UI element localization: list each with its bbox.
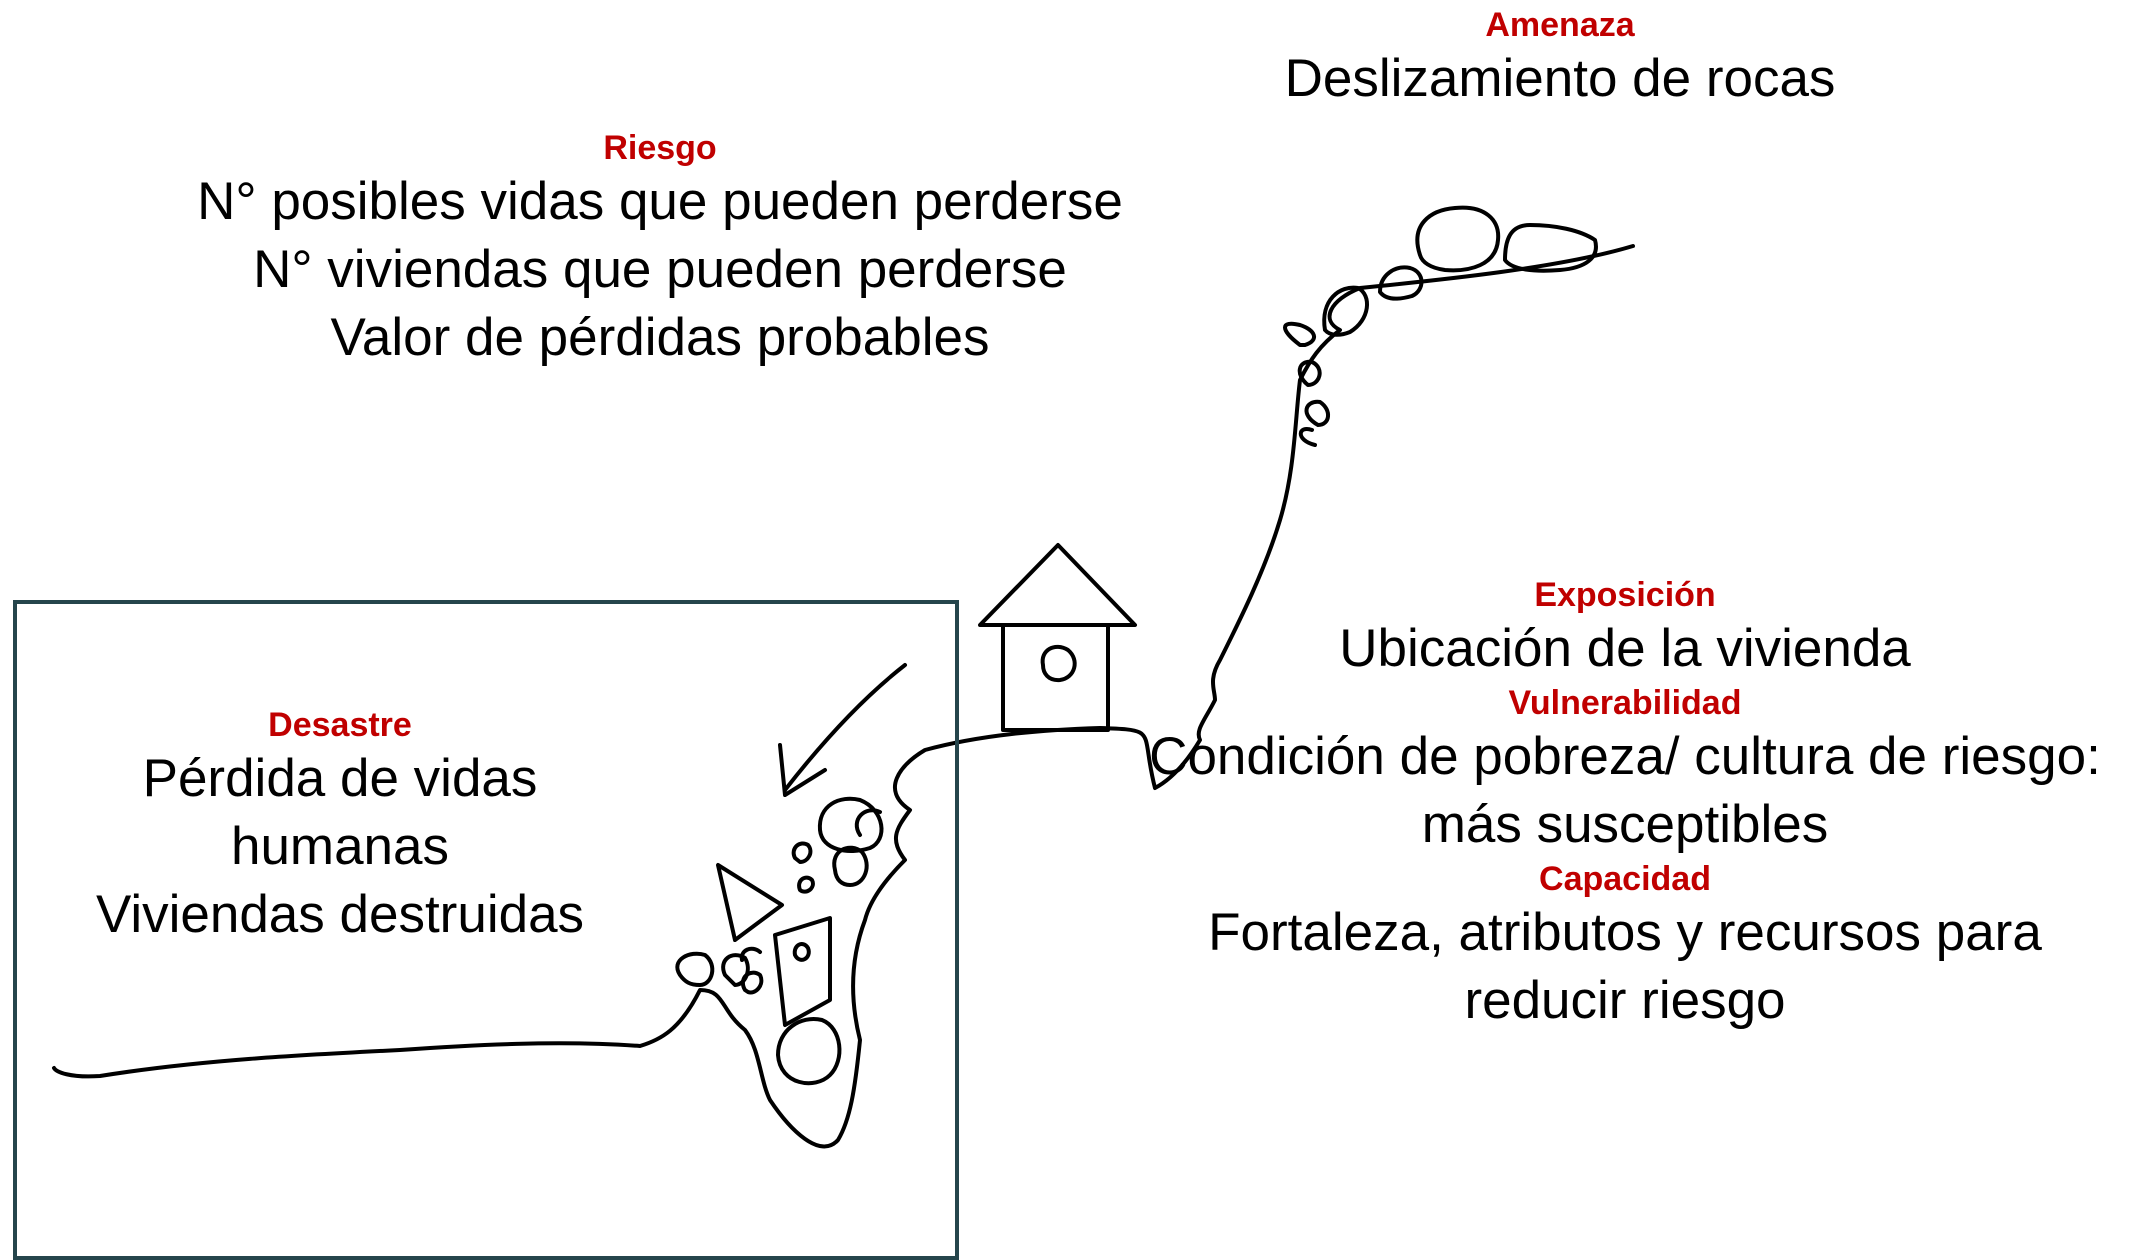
slide-arrow-head <box>778 743 827 797</box>
rock-6 <box>1297 359 1322 387</box>
amenaza-block: Amenaza Deslizamiento de rocas <box>1180 5 1940 113</box>
debris-rock-5 <box>797 875 815 894</box>
capacidad-heading: Capacidad <box>1539 860 1711 898</box>
desastre-line-1: Pérdida de vidas <box>142 749 538 808</box>
debris-triangle <box>716 863 784 942</box>
vulnerabilidad-heading: Vulnerabilidad <box>1508 684 1742 722</box>
desastre-block: Desastre Pérdida de vidas humanas Vivien… <box>40 705 640 949</box>
riesgo-heading: Riesgo <box>603 129 717 167</box>
house-window <box>1040 644 1077 683</box>
riesgo-block: Riesgo N° posibles vidas que pueden perd… <box>110 128 1210 372</box>
slide-arrow-shaft <box>783 663 907 792</box>
vulnerabilidad-line-2: más susceptibles <box>1421 795 1829 854</box>
riesgo-line-3: Valor de pérdidas probables <box>330 308 990 367</box>
riesgo-line-2: N° viviendas que pueden perderse <box>253 240 1067 299</box>
capacidad-line-1: Fortaleza, atributos y recursos para <box>1208 903 2042 962</box>
debris-window <box>792 942 811 962</box>
rock-1 <box>1415 205 1501 273</box>
debris-rock-8 <box>740 970 764 995</box>
debris-rock-7 <box>721 953 750 987</box>
exposicion-block: Exposición Ubicación de la vivienda Vuln… <box>1110 575 2140 1035</box>
rock-2 <box>1503 223 1598 273</box>
rock-8 <box>1298 427 1317 447</box>
house-roof <box>978 543 1137 627</box>
debris-rock-3 <box>832 845 869 887</box>
debris-rock-2 <box>854 808 882 837</box>
capacidad-line-2: reducir riesgo <box>1464 971 1786 1030</box>
desastre-line-3: Viviendas destruidas <box>95 885 585 944</box>
amenaza-heading: Amenaza <box>1485 6 1635 44</box>
riesgo-line-1: N° posibles vidas que pueden perderse <box>197 172 1123 231</box>
debris-rock-4 <box>791 841 813 864</box>
vulnerabilidad-line-1: Condición de pobreza/ cultura de riesgo: <box>1149 727 2101 786</box>
debris-rock-6 <box>675 951 715 987</box>
rock-4 <box>1322 285 1370 337</box>
exposicion-line: Ubicación de la vivienda <box>1339 619 1911 678</box>
debris-rock-9 <box>739 946 762 962</box>
rock-5 <box>1283 321 1316 347</box>
terrain-line <box>52 244 1635 1149</box>
desastre-heading: Desastre <box>268 706 412 744</box>
exposicion-heading: Exposición <box>1534 576 1716 614</box>
desastre-line-2: humanas <box>230 817 450 876</box>
debris-circle <box>776 1017 842 1086</box>
rock-7 <box>1304 399 1330 427</box>
rock-3 <box>1378 265 1424 301</box>
debris-rock-1 <box>817 796 884 853</box>
debris-house-walls <box>773 916 832 1027</box>
amenaza-line: Deslizamiento de rocas <box>1284 49 1836 108</box>
house-walls <box>1001 623 1110 732</box>
